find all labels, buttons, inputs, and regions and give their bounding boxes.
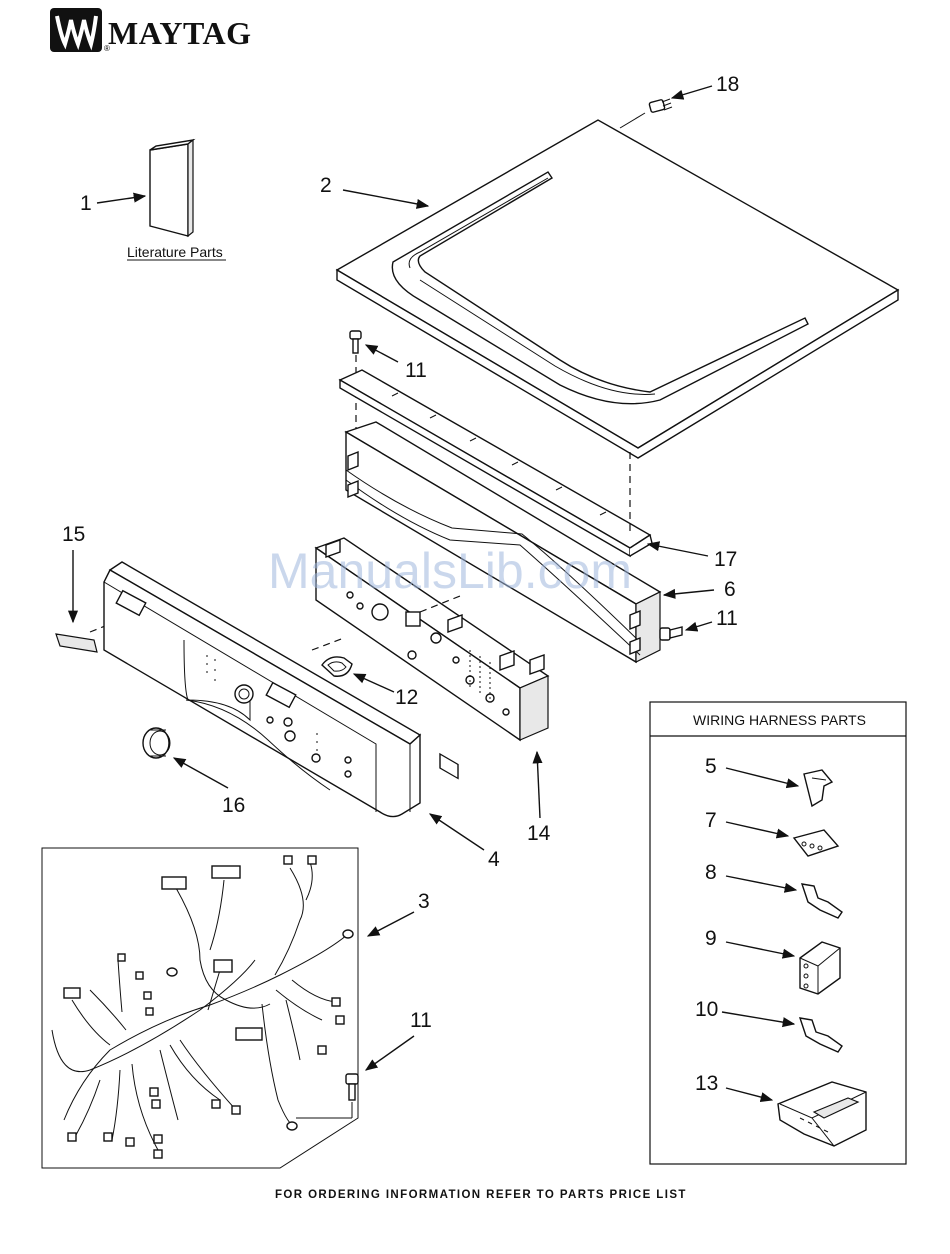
wiring-box-title: WIRING HARNESS PARTS (693, 712, 866, 728)
maytag-logo: MAYTAG ® (50, 8, 251, 53)
wiring-parts-box: WIRING HARNESS PARTS 5 7 8 9 10 (650, 702, 906, 1164)
wiring-item-number: 10 (695, 998, 718, 1021)
callout-1: 1 (80, 192, 92, 215)
connector-13 (778, 1082, 866, 1146)
connector-7 (794, 830, 838, 856)
wiring-harness (42, 848, 358, 1168)
callout-3: 3 (418, 890, 430, 913)
wiring-item-number: 8 (705, 861, 717, 884)
watermark: ManualsLib.com (268, 543, 632, 599)
wiring-item-number: 9 (705, 927, 717, 950)
callout-11-lower: 11 (410, 1009, 432, 1032)
callout-18: 18 (716, 73, 739, 96)
terminal-10 (800, 1018, 842, 1052)
registered-mark: ® (104, 44, 110, 53)
knob-16 (143, 728, 170, 758)
footer-note: FOR ORDERING INFORMATION REFER TO PARTS … (275, 1189, 687, 1201)
screw-11-right (660, 627, 682, 640)
callout-2: 2 (320, 174, 332, 197)
callout-11-top: 11 (405, 359, 427, 382)
callout-14: 14 (527, 822, 551, 845)
callout-17: 17 (714, 548, 737, 571)
brand-name: MAYTAG (108, 15, 251, 51)
callout-16: 16 (222, 794, 245, 817)
callout-15: 15 (62, 523, 85, 546)
nameplate-15 (56, 634, 97, 652)
screw-11-top (350, 331, 361, 353)
screw-11-lower (346, 1074, 358, 1100)
wiring-item-number: 7 (705, 809, 717, 832)
callout-6: 6 (724, 578, 736, 601)
wiring-item-number: 13 (695, 1072, 718, 1095)
callout-11-right: 11 (716, 607, 738, 630)
callout-4: 4 (488, 848, 500, 871)
screw-18 (649, 99, 672, 113)
terminal-8 (802, 884, 842, 918)
button-12 (322, 657, 352, 676)
literature-book (150, 140, 193, 236)
callout-12: 12 (395, 686, 418, 709)
wiring-item-number: 5 (705, 755, 717, 778)
literature-parts-label: Literature Parts (127, 244, 223, 260)
connector-9 (800, 942, 840, 994)
wire-clip-5 (804, 770, 832, 806)
